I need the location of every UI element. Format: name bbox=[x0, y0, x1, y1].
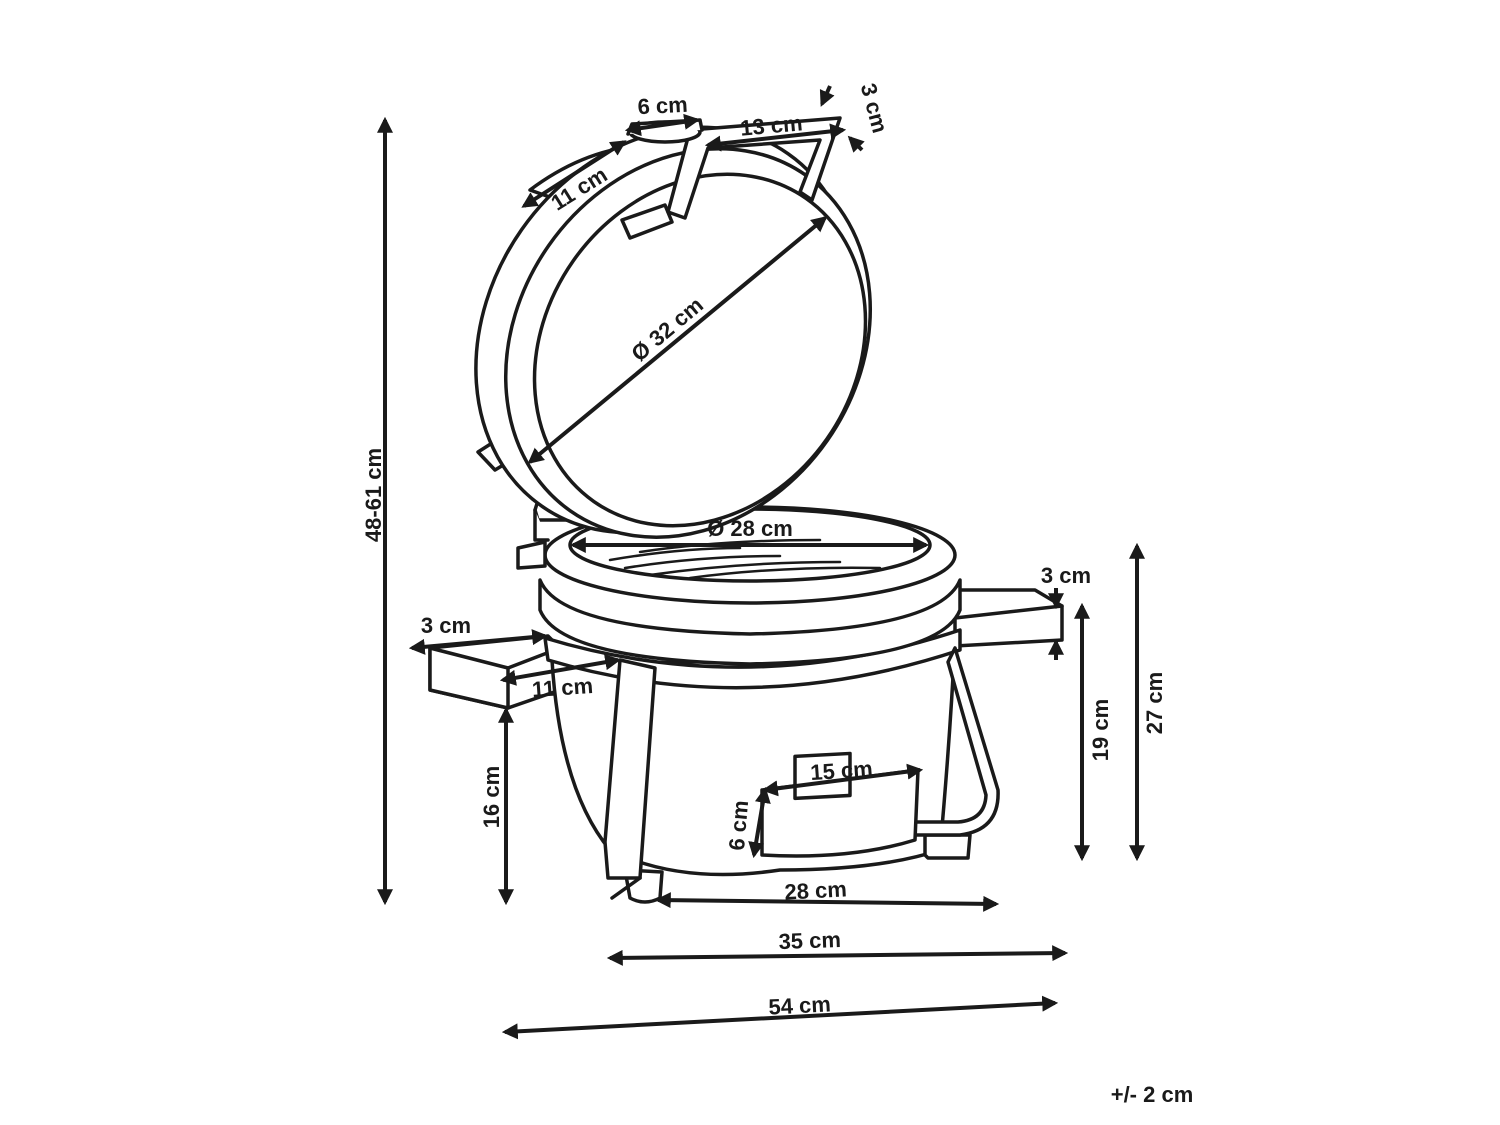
dimension-lines bbox=[377, 85, 1145, 1040]
label-base-depth: 28 cm bbox=[784, 876, 848, 904]
dim-line-left-shelf-thickness bbox=[408, 629, 549, 655]
label-overall-height: 48-61 cm bbox=[361, 448, 386, 542]
dim-line-handle-thickness-a bbox=[819, 85, 835, 107]
label-body-width: 35 cm bbox=[778, 927, 841, 954]
tolerance-note: +/- 2 cm bbox=[1111, 1082, 1194, 1107]
label-vent-width: 15 cm bbox=[809, 756, 873, 785]
dim-line-vent-height bbox=[748, 786, 771, 859]
label-shelf-height-right: 19 cm bbox=[1088, 699, 1113, 761]
grill-stand bbox=[603, 646, 1000, 900]
label-handle-length: 13 cm bbox=[739, 110, 803, 140]
dim-line-body-width bbox=[606, 945, 1069, 966]
dim-line-handle-length bbox=[704, 123, 847, 152]
label-vent-height: 6 cm bbox=[724, 799, 753, 851]
label-left-shelf-thickness: 3 cm bbox=[421, 613, 471, 638]
dim-line-lid-diameter bbox=[527, 215, 828, 465]
dim-line-handle-thickness-b bbox=[847, 135, 865, 153]
label-overall-width: 54 cm bbox=[768, 991, 832, 1019]
dim-line-handle-hole bbox=[624, 113, 701, 137]
dim-line-shelf-width bbox=[499, 654, 622, 686]
label-right-shelf-thickness: 3 cm bbox=[1041, 563, 1091, 588]
dim-line-vent-width bbox=[761, 763, 924, 797]
label-body-height: 27 cm bbox=[1142, 672, 1167, 734]
right-side-shelf bbox=[953, 588, 1064, 648]
dim-line-base-depth bbox=[654, 892, 1000, 912]
dim-line-lid-height bbox=[521, 140, 627, 208]
dimension-labels: 48-61 cm 6 cm 13 cm 3 cm 11 cm Ø 32 cm Ø… bbox=[361, 81, 1167, 1020]
label-handle-thickness: 3 cm bbox=[856, 81, 893, 136]
label-shelf-width: 11 cm bbox=[531, 673, 594, 702]
label-grill-diameter: Ø 28 cm bbox=[707, 516, 793, 541]
label-shelf-height-left: 16 cm bbox=[479, 766, 504, 828]
label-handle-hole: 6 cm bbox=[637, 92, 688, 120]
dim-line-overall-width bbox=[501, 995, 1059, 1040]
